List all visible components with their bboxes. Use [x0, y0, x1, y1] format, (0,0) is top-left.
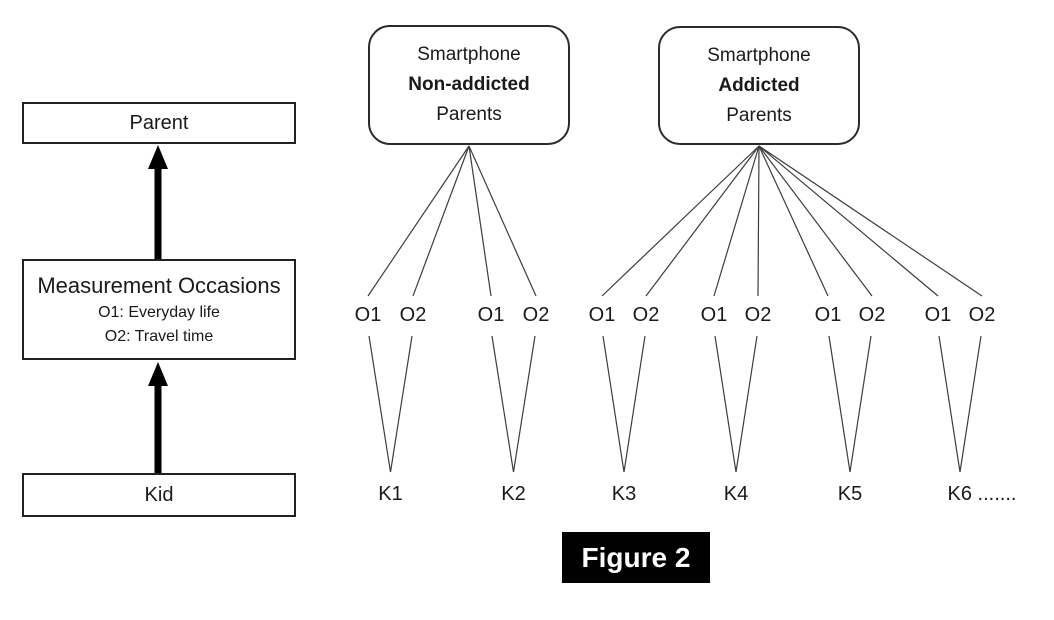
- kid-label: K3: [611, 483, 637, 505]
- kid-box: Kid: [22, 473, 296, 517]
- connector-line: [758, 145, 829, 297]
- up-arrow-measurement-to-parent: [148, 145, 168, 259]
- occasion-label: O1: [814, 304, 842, 326]
- connector-line: [645, 145, 760, 297]
- connector-line: [828, 335, 851, 473]
- measurement-occasion-1: O1: Everyday life: [98, 303, 220, 321]
- group-addicted-title-line3: Parents: [726, 104, 792, 126]
- connector-line: [468, 145, 492, 297]
- occasion-label: O2: [632, 304, 660, 326]
- group-nonaddicted-title-line3: Parents: [436, 104, 502, 125]
- connector-line: [412, 145, 470, 297]
- connector-line: [758, 145, 983, 297]
- connector-line: [959, 335, 982, 473]
- group-nonaddicted-title-line2: Non-addicted: [408, 74, 530, 95]
- kid-label: K2: [501, 483, 526, 505]
- connector-line: [758, 145, 873, 297]
- occasion-label: O1: [700, 304, 728, 326]
- group-addicted-title-line2: Addicted: [718, 74, 800, 96]
- fan-and-v-lines: [367, 145, 983, 473]
- measurement-occasions-box: Measurement Occasions O1: Everyday life …: [22, 259, 296, 360]
- connector-line: [512, 335, 536, 473]
- connector-line: [735, 335, 758, 473]
- occasion-label: O1: [924, 304, 952, 326]
- kid-label: K1: [378, 483, 403, 505]
- measurement-occasions-title: Measurement Occasions: [37, 272, 281, 298]
- kid-box-label: Kid: [144, 483, 174, 506]
- measurement-occasion-2: O2: Travel time: [104, 327, 214, 345]
- kid-label: K6 .......: [947, 483, 1017, 505]
- parent-box: Parent: [22, 102, 296, 144]
- connector-line: [601, 145, 760, 297]
- connector-line: [623, 335, 646, 473]
- group-nonaddicted-title-line1: Smartphone: [417, 44, 521, 65]
- connector-line: [368, 335, 392, 473]
- occasion-label: O2: [399, 304, 427, 326]
- occasion-label: O2: [522, 304, 550, 326]
- occasion-label: O1: [354, 304, 382, 326]
- connector-line: [714, 335, 737, 473]
- connector-line: [938, 335, 961, 473]
- connector-line: [491, 335, 515, 473]
- connector-line: [468, 145, 537, 297]
- connector-line: [367, 145, 470, 297]
- group-addicted-parents-box: Smartphone Addicted Parents: [658, 26, 860, 145]
- connector-line: [849, 335, 872, 473]
- occasion-label: O1: [588, 304, 616, 326]
- occasion-label: O1: [477, 304, 505, 326]
- connector-line: [713, 145, 760, 297]
- figure-caption: Figure 2: [562, 532, 710, 583]
- connector-line: [757, 145, 760, 297]
- parent-box-label: Parent: [129, 111, 189, 134]
- group-addicted-title-line1: Smartphone: [707, 44, 811, 66]
- figure-caption-label: Figure 2: [581, 541, 691, 573]
- kid-label: K5: [837, 483, 863, 505]
- group-nonaddicted-parents-box: Smartphone Non-addicted Parents: [368, 25, 570, 145]
- occasion-label: O2: [744, 304, 772, 326]
- kid-label: K4: [723, 483, 749, 505]
- occasion-label: O2: [858, 304, 886, 326]
- connector-line: [758, 145, 939, 297]
- up-arrow-kid-to-measurement: [148, 362, 168, 473]
- occasion-label: O2: [968, 304, 996, 326]
- connector-line: [389, 335, 413, 473]
- connector-line: [602, 335, 625, 473]
